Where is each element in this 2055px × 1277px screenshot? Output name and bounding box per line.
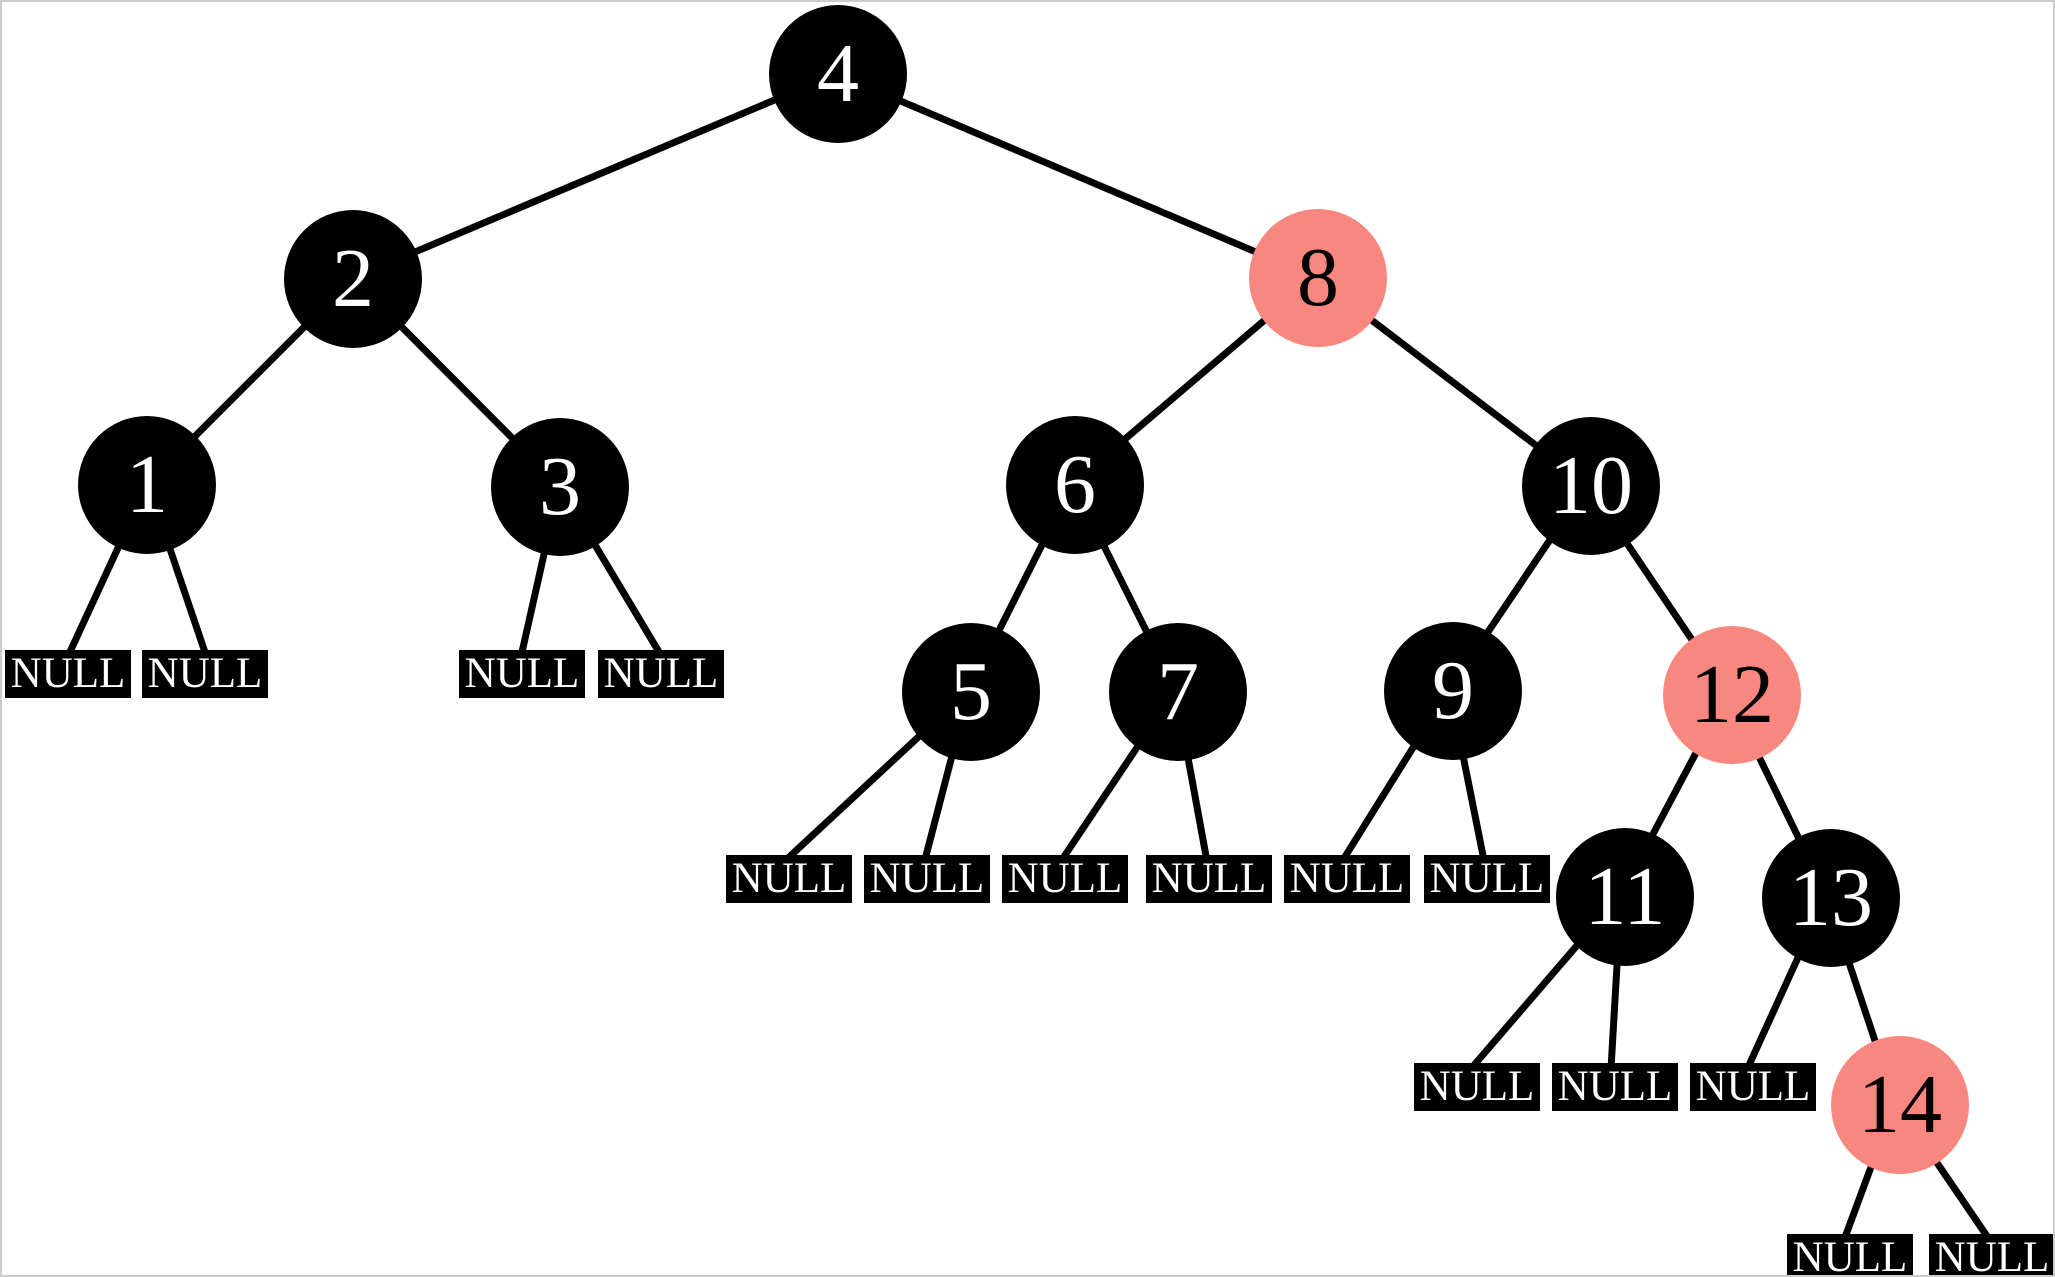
null-leaf-label: NULL [731,855,847,902]
tree-node-label: 1 [126,438,168,531]
tree-node-label: 6 [1054,438,1096,531]
tree-edge [835,70,1317,281]
tree-node-5: 5 [902,623,1040,761]
null-leaf: NULL [1002,855,1128,903]
null-leaf-label: NULL [1289,855,1405,902]
tree-node-3: 3 [491,418,629,556]
null-leaf: NULL [1929,1234,2053,1277]
tree-node-label: 14 [1858,1058,1942,1151]
tree-node-13: 13 [1762,829,1900,967]
null-leaf: NULL [1552,1063,1678,1111]
tree-node-label: 13 [1789,851,1873,944]
tree-node-8: 8 [1249,209,1387,347]
tree-node-6: 6 [1006,416,1144,554]
null-leaf-label: NULL [464,650,580,697]
null-leaf: NULL [726,855,852,903]
null-leaf: NULL [142,650,268,698]
null-leaf: NULL [1284,855,1410,903]
null-leaf-label: NULL [1934,1234,2050,1277]
null-leaf: NULL [864,855,990,903]
null-leaf-label: NULL [1007,855,1123,902]
tree-node-9: 9 [1384,622,1522,760]
null-leaf: NULL [1787,1234,1913,1277]
null-leaf: NULL [459,650,585,698]
null-leaf-label: NULL [10,650,126,697]
null-leaf-label: NULL [147,650,263,697]
null-leaf: NULL [1690,1063,1816,1111]
tree-node-label: 2 [332,232,374,325]
tree-node-11: 11 [1556,828,1694,966]
tree-node-label: 12 [1690,648,1774,741]
tree-node-10: 10 [1522,417,1660,555]
null-leaf: NULL [1146,855,1272,903]
null-leaf-label: NULL [1429,855,1545,902]
tree-node-label: 5 [950,645,992,738]
null-leaf: NULL [1414,1063,1540,1111]
tree-node-14: 14 [1831,1036,1969,1174]
tree-node-4: 4 [769,5,907,143]
tree-node-label: 3 [539,440,581,533]
null-leaf-label: NULL [1419,1063,1535,1110]
tree-node-label: 9 [1432,644,1474,737]
tree-node-label: 11 [1584,850,1666,943]
null-leaf-label: NULL [1792,1234,1908,1277]
null-leaf-label: NULL [1695,1063,1811,1110]
tree-node-label: 8 [1297,231,1339,324]
null-leaf-label: NULL [1557,1063,1673,1110]
tree-node-label: 7 [1157,645,1199,738]
tree-node-label: 4 [817,27,859,120]
tree-edge [351,70,838,282]
tree-node-label: 10 [1549,439,1633,532]
null-leaf: NULL [1424,855,1550,903]
tree-node-1: 1 [78,416,216,554]
null-leaf-label: NULL [869,855,985,902]
tree-node-12: 12 [1663,626,1801,764]
tree-node-7: 7 [1109,623,1247,761]
null-leaf-label: NULL [603,650,719,697]
null-leaf: NULL [598,650,724,698]
null-leaf: NULL [5,650,131,698]
tree-node-2: 2 [284,210,422,348]
null-leaf-label: NULL [1151,855,1267,902]
